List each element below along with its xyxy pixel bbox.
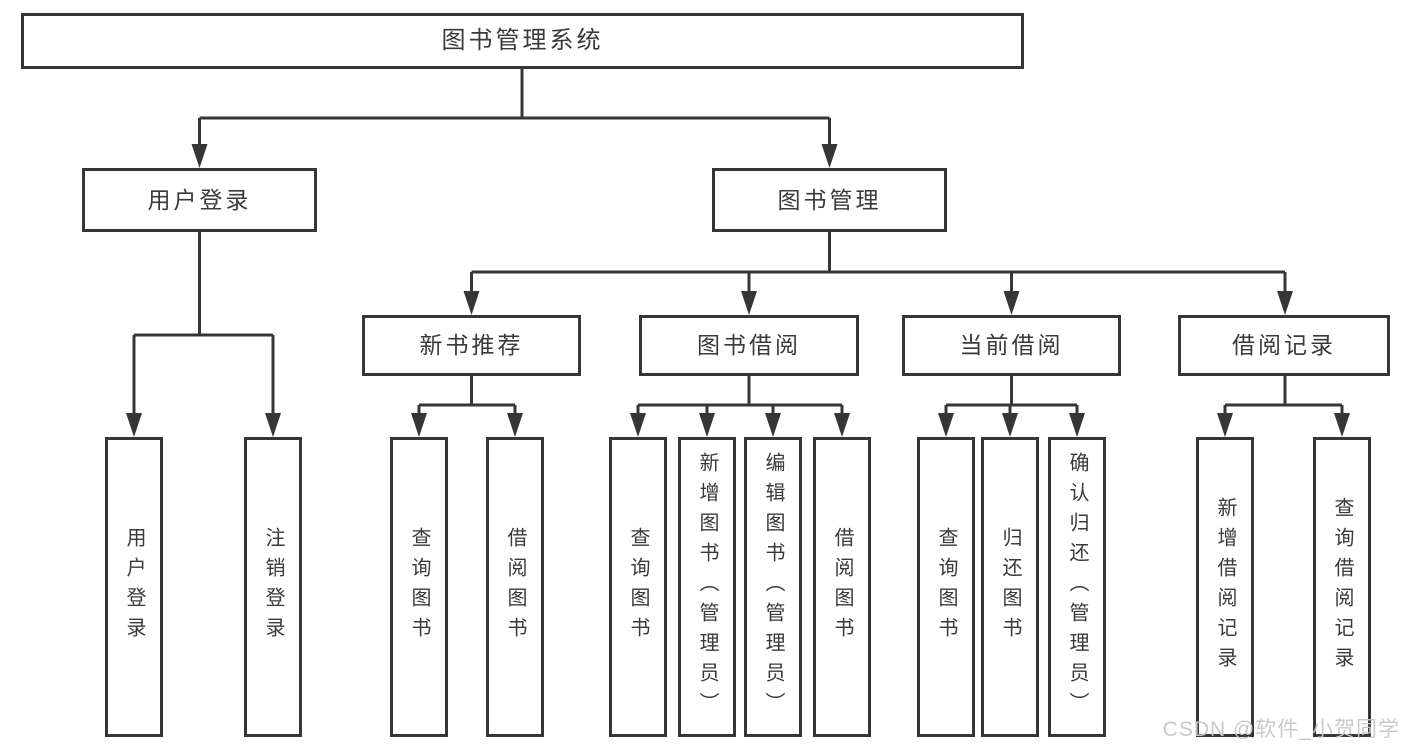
leaf-borrowing-query-books: 查询图书 — [609, 437, 667, 737]
arrowheads — [126, 144, 1350, 437]
watermark: CSDN @软件_小贺同学 — [1162, 718, 1400, 741]
leaf-current-query-books: 查询图书 — [917, 437, 975, 737]
node-user-login: 用户登录 — [82, 168, 317, 232]
leaf-recommend-borrow-books: 借阅图书 — [486, 437, 544, 737]
leaf-records-add-record: 新增借阅记录 — [1196, 437, 1254, 737]
leaf-user-login: 用户登录 — [105, 437, 163, 737]
connector-paths — [132, 69, 1344, 415]
leaf-logout: 注销登录 — [244, 437, 302, 737]
leaf-recommend-query-books: 查询图书 — [390, 437, 448, 737]
node-new-book-recommend: 新书推荐 — [362, 315, 581, 376]
node-borrowing-records: 借阅记录 — [1178, 315, 1390, 376]
node-root: 图书管理系统 — [21, 13, 1024, 69]
node-book-management: 图书管理 — [712, 168, 947, 232]
leaf-borrowing-edit-books-admin: 编辑图书（管理员） — [744, 437, 802, 737]
leaf-borrowing-borrow-books: 借阅图书 — [813, 437, 871, 737]
leaf-current-confirm-return-admin: 确认归还（管理员） — [1048, 437, 1106, 737]
leaf-records-query-record: 查询借阅记录 — [1313, 437, 1371, 737]
node-current-borrowing: 当前借阅 — [902, 315, 1121, 376]
leaf-borrowing-add-books-admin: 新增图书（管理员） — [678, 437, 736, 737]
leaf-current-return-books: 归还图书 — [981, 437, 1039, 737]
node-book-borrowing: 图书借阅 — [639, 315, 859, 376]
